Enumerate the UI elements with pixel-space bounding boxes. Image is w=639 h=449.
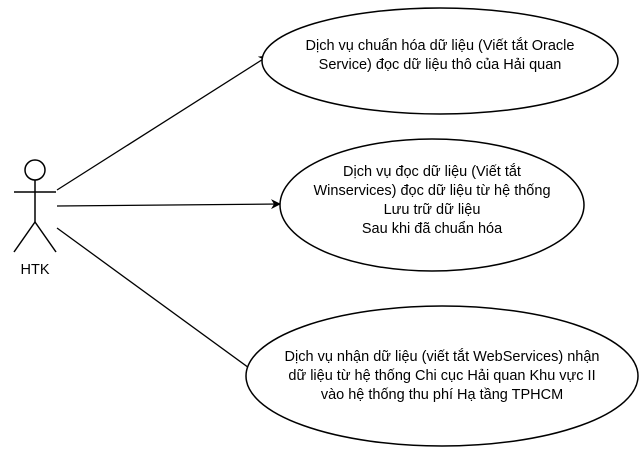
use-case-1-line-2: Service) đọc dữ liệu thô của Hải quan xyxy=(318,57,562,73)
use-case-3-line-2: dữ liệu từ hệ thống Chi cục Hải quan Khu… xyxy=(288,368,596,384)
actor-label: HTK xyxy=(20,262,50,278)
actor-head xyxy=(24,159,46,181)
use-case-1: Dịch vụ chuẩn hóa dữ liệu (Viết tắt Orac… xyxy=(262,37,618,75)
use-case-2-line-4: Sau khi đã chuẩn hóa xyxy=(361,221,503,237)
association-arrow-2 xyxy=(56,199,281,210)
use-case-2-line-2: Winservices) đọc dữ liệu từ hệ thống xyxy=(313,183,551,199)
actor-figure xyxy=(13,159,57,253)
use-case-3-line-1: Dịch vụ nhận dữ liệu (viết tắt WebServic… xyxy=(284,349,600,365)
use-case-ellipse-3 xyxy=(245,305,639,447)
use-case-2-line-3: Lưu trữ dữ liệu xyxy=(383,202,481,218)
use-case-ellipse-2 xyxy=(279,138,585,272)
use-case-2: Dịch vụ đọc dữ liệu (Viết tắt Winservice… xyxy=(280,163,584,239)
use-case-1-line-1: Dịch vụ chuẩn hóa dữ liệu (Viết tắt Orac… xyxy=(305,38,575,54)
use-case-3-line-3: vào hệ thống thu phí Hạ tầng TPHCM xyxy=(320,387,564,403)
use-case-ellipse-1 xyxy=(261,7,619,115)
use-case-2-line-1: Dịch vụ đọc dữ liệu (Viết tắt xyxy=(343,164,521,180)
associations xyxy=(56,55,281,377)
use-case-3: Dịch vụ nhận dữ liệu (viết tắt WebServic… xyxy=(246,348,638,405)
actor-right-leg xyxy=(34,221,57,253)
association-arrow-3 xyxy=(56,227,261,377)
association-arrow-1 xyxy=(56,55,269,191)
actor-left-leg xyxy=(13,221,36,253)
